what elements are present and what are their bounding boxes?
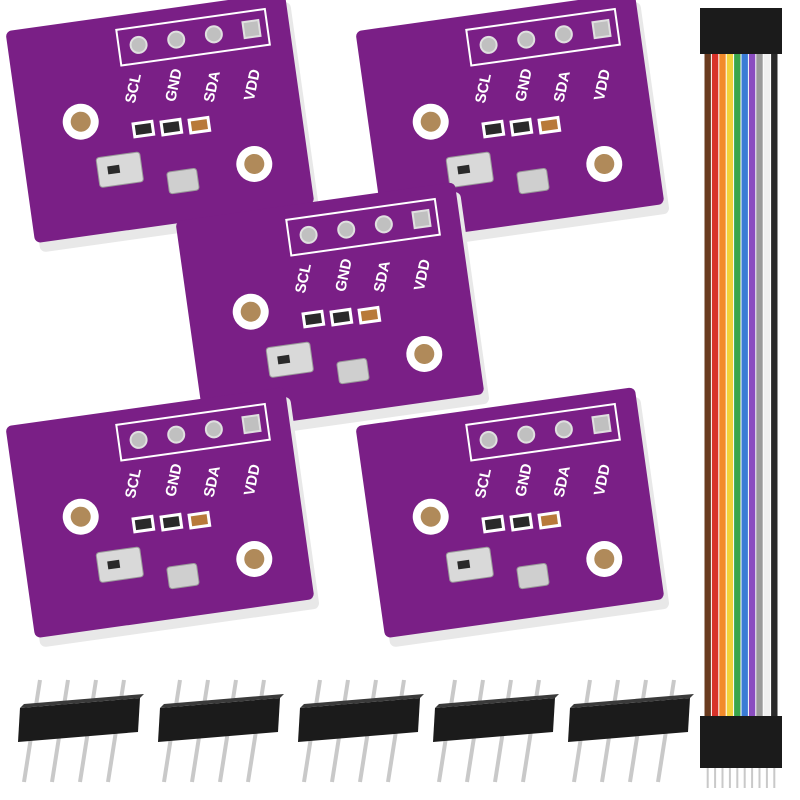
cable-pin xyxy=(751,768,754,788)
sensor-board-3: SCL GND SDA VDD xyxy=(175,181,494,449)
cable-pin xyxy=(765,768,768,788)
pin-label-gnd: GND xyxy=(512,462,536,498)
pin-label-vdd: VDD xyxy=(241,68,264,103)
pin-header-strip-4 xyxy=(425,670,565,790)
pin-label-sda: SDA xyxy=(551,69,574,104)
cable-pin xyxy=(714,768,717,788)
pin-label-vdd: VDD xyxy=(591,463,614,498)
pin-label-scl: SCL xyxy=(122,467,145,500)
cable-pin xyxy=(758,768,761,788)
pin-header-strip-5 xyxy=(560,670,700,790)
cable-wires xyxy=(704,54,778,716)
pin-label-gnd: GND xyxy=(512,67,536,103)
cable-pin xyxy=(773,768,776,788)
pin-label-sda: SDA xyxy=(201,69,224,104)
cable-wire xyxy=(748,54,756,716)
pin-label-vdd: VDD xyxy=(411,258,434,293)
pin-label-scl: SCL xyxy=(122,72,145,105)
pin-header-strip-1 xyxy=(10,670,150,790)
pin-label-gnd: GND xyxy=(162,462,186,498)
pin-label-sda: SDA xyxy=(371,259,394,294)
pin-label-scl: SCL xyxy=(472,467,495,500)
cable-wire xyxy=(719,54,726,716)
cable-pin xyxy=(721,768,724,788)
cable-wire xyxy=(741,54,748,716)
cable-pins xyxy=(706,768,776,788)
cable-wire xyxy=(756,54,763,716)
pin-label-scl: SCL xyxy=(472,72,495,105)
cable-pin xyxy=(743,768,746,788)
pin-label-vdd: VDD xyxy=(591,68,614,103)
cable-pin xyxy=(706,768,709,788)
cable-wire xyxy=(771,54,778,716)
pin-header-strip-3 xyxy=(290,670,430,790)
dupont-ribbon-cable xyxy=(696,8,786,792)
cable-pin xyxy=(728,768,731,788)
cable-wire xyxy=(711,54,719,716)
cable-wire xyxy=(763,54,771,716)
sensor-board-5: SCL GND SDA VDD xyxy=(355,386,674,654)
cable-wire xyxy=(704,54,711,716)
pin-label-scl: SCL xyxy=(292,262,315,295)
cable-pin xyxy=(736,768,739,788)
cable-top-connector xyxy=(700,8,782,54)
pin-label-sda: SDA xyxy=(551,464,574,499)
sensor-board-2: SCL GND SDA VDD xyxy=(355,0,674,259)
pin-label-gnd: GND xyxy=(332,257,356,293)
cable-bottom-connector xyxy=(700,716,782,768)
pin-header-strip-2 xyxy=(150,670,290,790)
pin-label-vdd: VDD xyxy=(241,463,264,498)
pin-label-sda: SDA xyxy=(201,464,224,499)
cable-wire xyxy=(734,54,741,716)
cable-wire xyxy=(726,54,734,716)
sensor-board-4: SCL GND SDA VDD xyxy=(5,386,324,654)
pin-label-gnd: GND xyxy=(162,67,186,103)
sensor-board-1: SCL GND SDA VDD xyxy=(5,0,324,259)
